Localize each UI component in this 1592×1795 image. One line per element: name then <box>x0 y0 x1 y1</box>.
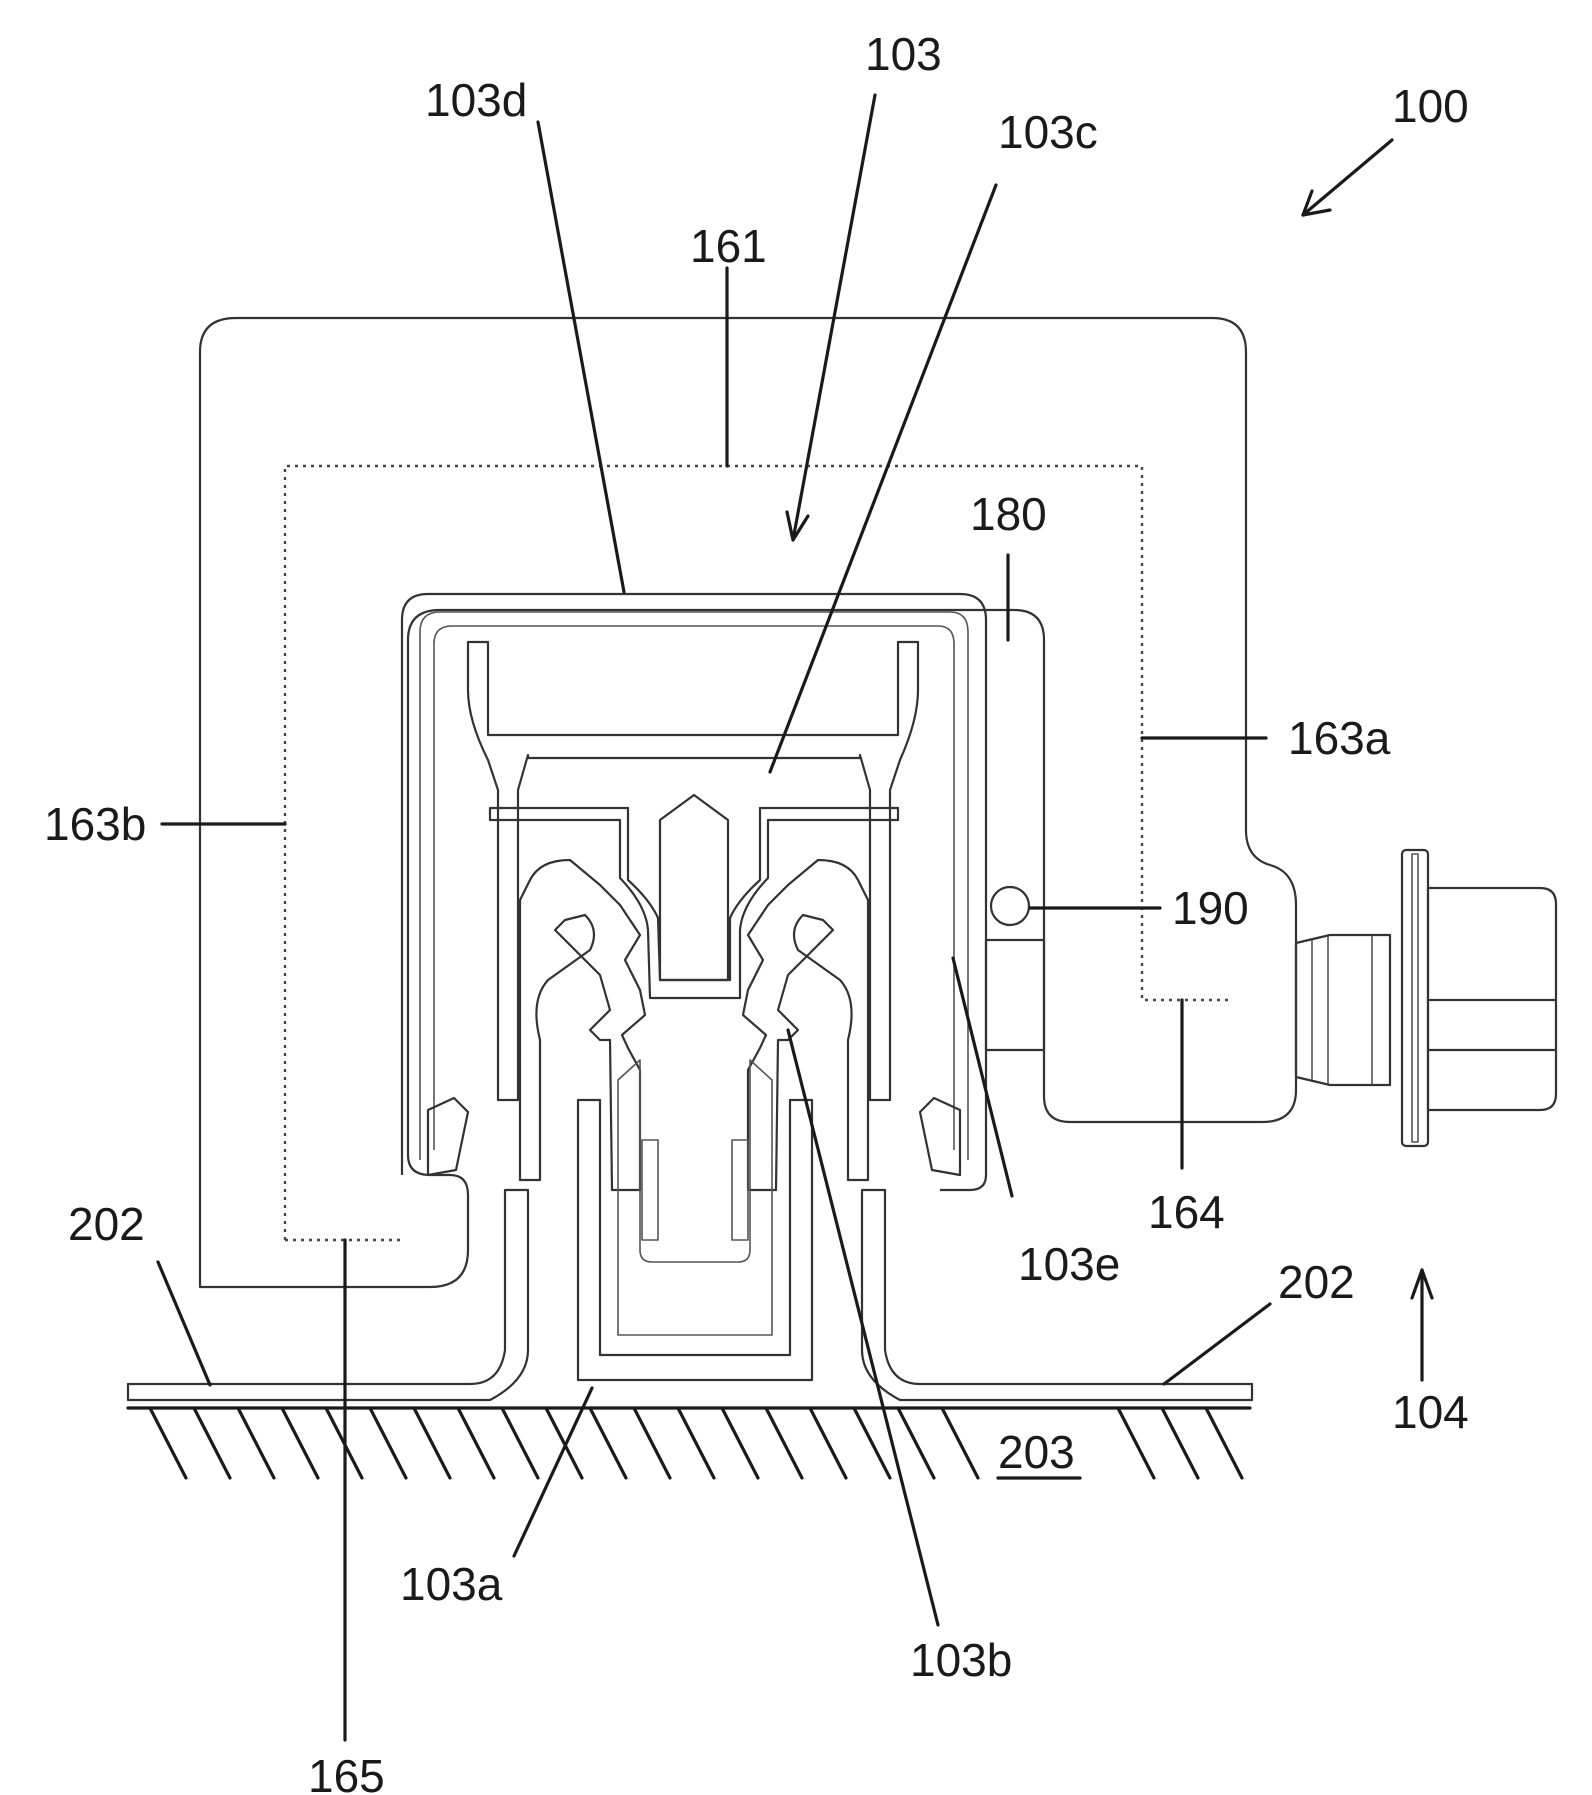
clip-right-hook-arm <box>743 860 868 1190</box>
hatch-stroke <box>634 1408 670 1478</box>
label-103e: 103e <box>1018 1238 1120 1290</box>
label-203: 203 <box>998 1426 1075 1478</box>
label-103: 103 <box>865 28 942 80</box>
label-180: 180 <box>970 488 1047 540</box>
hatch-stroke <box>238 1408 274 1478</box>
hatch-stroke <box>370 1408 406 1478</box>
label-163a: 163a <box>1288 712 1391 764</box>
hatch-stroke <box>414 1408 450 1478</box>
leader-103d <box>538 122 624 592</box>
hatch-stroke <box>150 1408 186 1478</box>
substrate-hatching <box>150 1408 1242 1478</box>
label-202-right: 202 <box>1278 1256 1355 1308</box>
inner-cavity-dashed-boundary <box>285 466 1228 1240</box>
hatch-stroke <box>898 1408 934 1478</box>
hatch-stroke <box>590 1408 626 1478</box>
hatch-stroke <box>1162 1408 1198 1478</box>
label-103d: 103d <box>425 74 527 126</box>
bolt-threaded-shank <box>1296 935 1390 1085</box>
reference-labels: 100 103 103d 103c 161 180 163a 163b 190 … <box>44 28 1469 1795</box>
label-161: 161 <box>690 220 767 272</box>
label-104: 104 <box>1392 1386 1469 1438</box>
bolt-washer <box>1402 850 1428 1146</box>
leader-100 <box>1303 140 1392 215</box>
label-100: 100 <box>1392 80 1469 132</box>
hatch-stroke <box>458 1408 494 1478</box>
leader-202-right <box>1164 1304 1270 1384</box>
bolt-104 <box>1296 850 1556 1146</box>
hatch-stroke <box>282 1408 318 1478</box>
bolt-thread-lines <box>1312 936 1372 1084</box>
bolt-washer-inner <box>1412 854 1418 1142</box>
hatch-stroke <box>502 1408 538 1478</box>
clip-stem-head <box>660 795 728 980</box>
hatch-stroke <box>942 1408 978 1478</box>
substrate-203 <box>128 1408 1250 1478</box>
hatch-stroke <box>1206 1408 1242 1478</box>
label-103b: 103b <box>910 1634 1012 1686</box>
clip-inner-shell-line-2 <box>434 626 954 1150</box>
label-103c: 103c <box>998 106 1098 158</box>
hatch-stroke <box>722 1408 758 1478</box>
bolt-shaft-socket <box>986 940 1044 1050</box>
label-103a: 103a <box>400 1558 503 1610</box>
clip-central-stem <box>490 808 898 998</box>
clip-assembly-103 <box>402 594 986 1380</box>
leader-103e <box>953 958 1012 1196</box>
clip-inner-shell-line <box>420 612 968 1160</box>
membrane-202 <box>128 1190 1252 1400</box>
clip-base-slots <box>642 1140 748 1240</box>
label-163b: 163b <box>44 798 146 850</box>
hatch-stroke <box>766 1408 802 1478</box>
hatch-stroke <box>194 1408 230 1478</box>
label-165: 165 <box>308 1750 385 1795</box>
hatch-stroke <box>678 1408 714 1478</box>
hatch-stroke <box>1118 1408 1154 1478</box>
label-190: 190 <box>1172 882 1249 934</box>
clip-left-hook-arm <box>520 860 645 1190</box>
label-202-left: 202 <box>68 1198 145 1250</box>
hatch-stroke <box>810 1408 846 1478</box>
pin-190 <box>991 887 1029 925</box>
leader-202-left <box>158 1262 210 1385</box>
label-164: 164 <box>1148 1186 1225 1238</box>
leader-103b <box>788 1030 938 1625</box>
